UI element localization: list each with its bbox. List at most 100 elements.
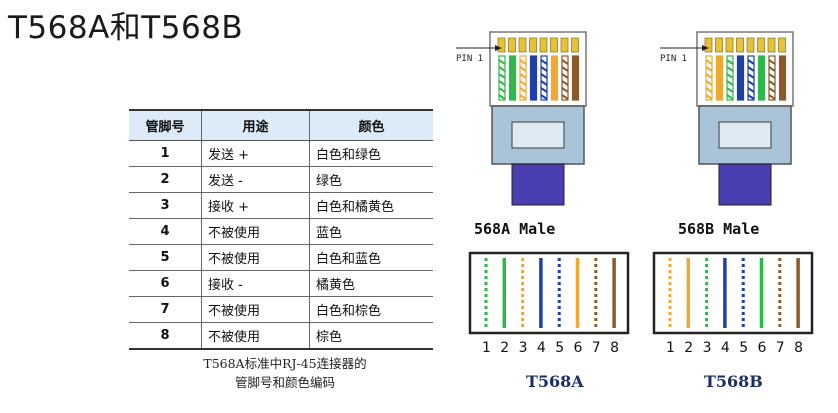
striped-wire-dash [521, 282, 525, 285]
striped-wire-dash [594, 324, 598, 327]
striped-wire-dash [741, 306, 745, 309]
use-cell: 不被使用 [201, 322, 310, 350]
striped-wire-dash [778, 294, 782, 297]
pin-number-label: 4 [537, 340, 546, 356]
plug-wire [757, 55, 766, 101]
striped-wire-dash [705, 258, 709, 261]
color-cell: 白色和蓝色 [309, 244, 433, 271]
striped-wire-dash [521, 258, 525, 261]
color-cell: 绿色 [309, 166, 433, 193]
wire-stripe [498, 66, 506, 72]
striped-wire-dash [741, 312, 745, 315]
wire-stripe [768, 73, 776, 79]
pin-number-label: 6 [574, 340, 583, 356]
striped-wire-dash [741, 288, 745, 291]
gold-contact [550, 37, 558, 53]
wire-stripe [726, 94, 734, 100]
striped-wire-dash [778, 300, 782, 303]
arrow-head [702, 45, 709, 51]
striped-wire-dash [705, 312, 709, 315]
use-cell: 不被使用 [201, 244, 310, 271]
latch-window [718, 121, 772, 149]
striped-wire-dash [484, 318, 488, 321]
wire-stripe [561, 73, 569, 79]
wire-stripe [726, 73, 734, 79]
striped-wire-dash [668, 300, 672, 303]
pin-number-cell: 8 [129, 322, 202, 350]
striped-wire-dash [557, 306, 561, 309]
striped-wire-dash [557, 318, 561, 321]
gold-contact [778, 37, 786, 53]
column-header-pin: 管脚号 [129, 109, 202, 141]
striped-wire-dash [594, 288, 598, 291]
striped-wire-dash [668, 288, 672, 291]
striped-wire-dash [668, 270, 672, 273]
column-header-color: 颜色 [309, 109, 433, 141]
striped-wire-dash [557, 288, 561, 291]
wire-stripe [561, 94, 569, 100]
striped-wire-dash [557, 282, 561, 285]
wire-stripe [540, 94, 548, 100]
striped-wire-dash [521, 324, 525, 327]
striped-wire-dash [594, 276, 598, 279]
striped-wire-dash [557, 312, 561, 315]
wire-stripe [540, 87, 548, 93]
striped-wire-dash [484, 276, 488, 279]
striped-wire-dash [557, 300, 561, 303]
wire-stripe [540, 80, 548, 86]
striped-wire-dash [705, 288, 709, 291]
pin-number-label: 4 [721, 340, 730, 356]
wire-stripe [498, 87, 506, 93]
pin-number-label: 5 [555, 340, 564, 356]
striped-wire-dash [594, 258, 598, 261]
striped-wire-dash [778, 282, 782, 285]
striped-wire-dash [594, 300, 598, 303]
pin-number-cell: 2 [129, 166, 202, 193]
use-cell: 接收 - [201, 270, 310, 297]
use-cell: 发送 + [201, 140, 310, 167]
gold-contact [571, 37, 579, 53]
striped-wire-dash [557, 324, 561, 327]
pin-number-label: 6 [758, 340, 767, 356]
striped-wire-dash [778, 288, 782, 291]
striped-wire-dash [557, 270, 561, 273]
striped-wire-dash [668, 276, 672, 279]
wire-stripe [705, 66, 713, 72]
standard-label: T568A [526, 372, 584, 391]
wiring-box [652, 251, 814, 335]
striped-wire-dash [705, 282, 709, 285]
wire-stripe [561, 87, 569, 93]
striped-wire-dash [705, 294, 709, 297]
use-cell: 不被使用 [201, 296, 310, 323]
page-title: T568A和T568B [8, 10, 244, 46]
striped-wire-dash [557, 264, 561, 267]
striped-wire-dash [705, 300, 709, 303]
striped-wire-dash [741, 318, 745, 321]
wire-stripe [768, 94, 776, 100]
striped-wire-dash [594, 264, 598, 267]
male-label: 568B Male [678, 220, 759, 238]
caption-line-2: 管脚号和颜色编码 [234, 375, 335, 390]
wire-stripe [540, 73, 548, 79]
striped-wire-dash [778, 270, 782, 273]
plug-wire [529, 55, 538, 101]
striped-wire-dash [668, 324, 672, 327]
color-cell: 蓝色 [309, 218, 433, 245]
use-cell: 接收 + [201, 192, 310, 219]
striped-wire-dash [484, 300, 488, 303]
table-header-row: 管脚号 用途 颜色 [129, 109, 433, 141]
wire-stripe [519, 87, 527, 93]
wire-stripe [519, 73, 527, 79]
striped-wire-dash [705, 270, 709, 273]
gold-contact [746, 37, 755, 53]
wire-stripe [705, 59, 713, 65]
wire-stripe [726, 59, 734, 65]
striped-wire-dash [741, 270, 745, 273]
pin-one-label: PIN 1 [456, 54, 483, 64]
pin-number-label: 3 [519, 340, 528, 356]
color-cell: 白色和绿色 [309, 140, 433, 167]
